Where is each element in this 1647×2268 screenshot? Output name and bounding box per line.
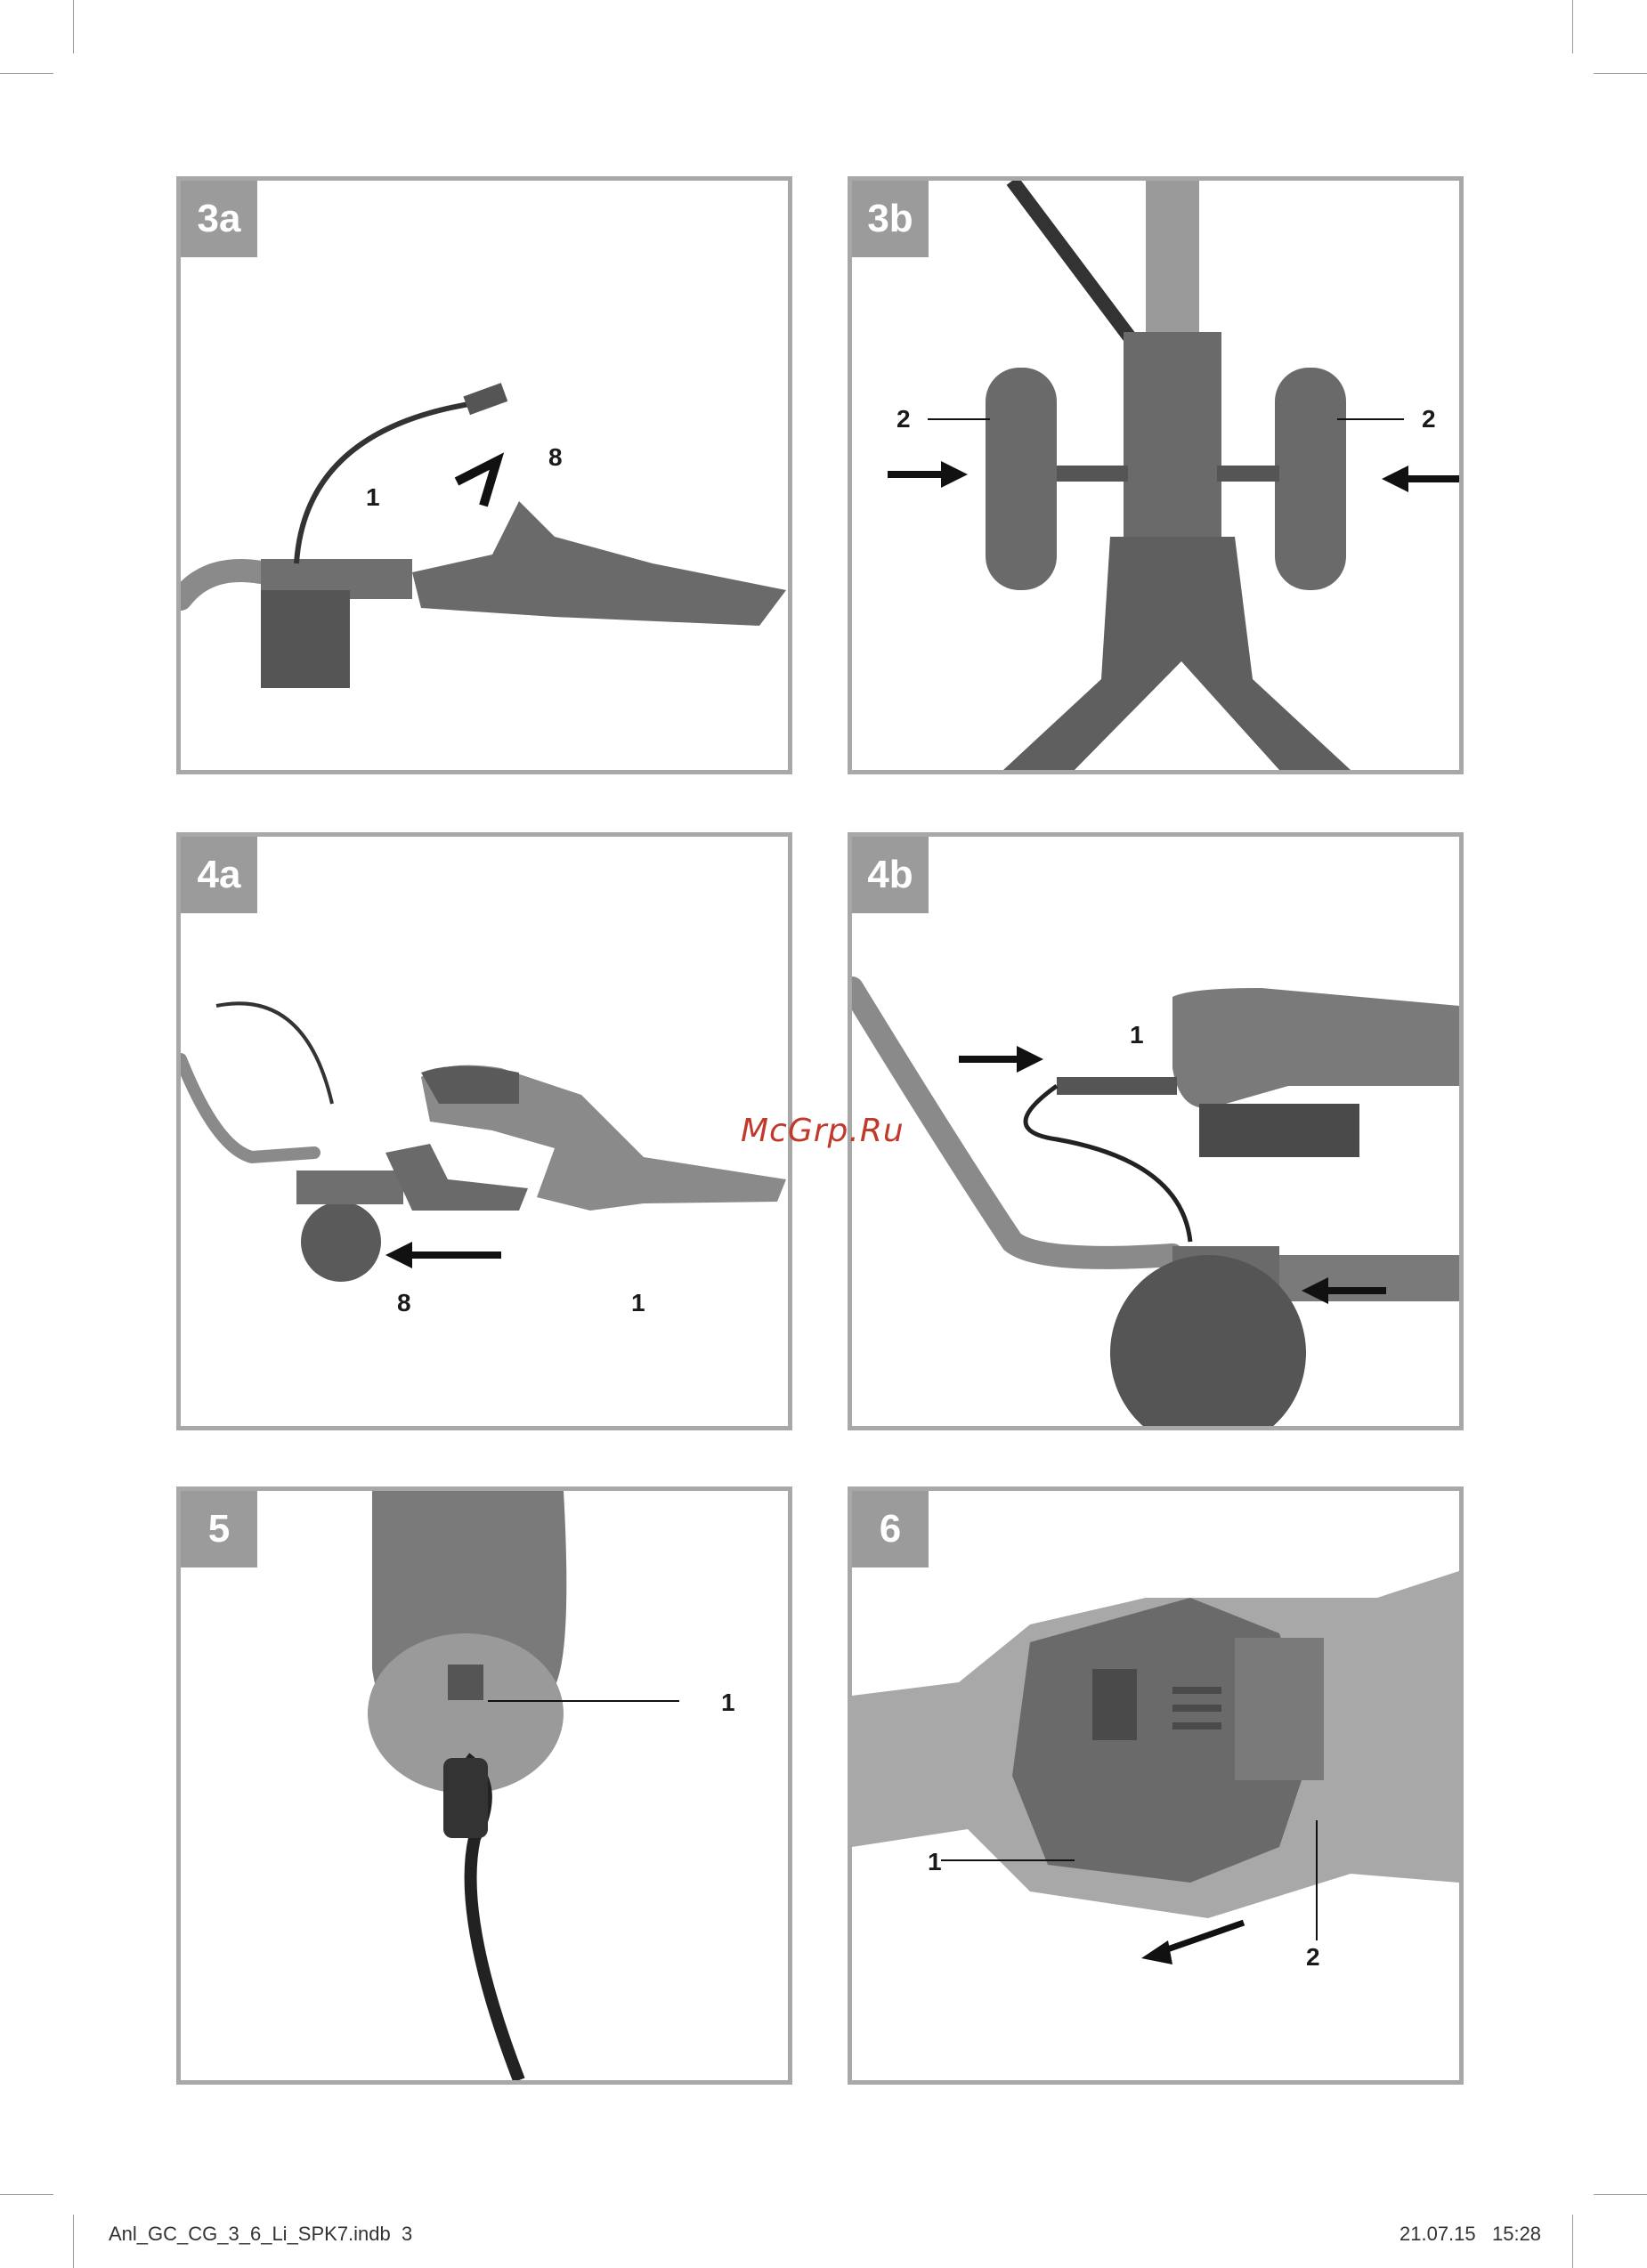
callout-1: 1 bbox=[631, 1289, 645, 1317]
callout-2: 2 bbox=[1306, 1943, 1320, 1972]
callout-2-right: 2 bbox=[1422, 405, 1436, 433]
callout-1: 1 bbox=[1130, 1021, 1144, 1049]
callout-1: 1 bbox=[366, 483, 380, 512]
crop-mark bbox=[73, 2215, 74, 2268]
watermark-text: McGrp.Ru bbox=[741, 1113, 905, 1149]
footer-filename: Anl_GC_CG_3_6_Li_SPK7.indb 3 bbox=[109, 2223, 412, 2246]
crop-mark bbox=[1594, 73, 1647, 74]
footer-page: 3 bbox=[402, 2223, 412, 2245]
crop-mark bbox=[1572, 2215, 1573, 2268]
figure-panel-4a: 4a 8 1 bbox=[176, 832, 792, 1430]
crop-mark bbox=[73, 0, 74, 53]
callout-1: 1 bbox=[721, 1689, 735, 1717]
figure-label: 3a bbox=[181, 181, 257, 257]
figure-label: 5 bbox=[181, 1491, 257, 1567]
figure-3a-illustration bbox=[181, 181, 788, 770]
figure-label: 4a bbox=[181, 837, 257, 913]
callout-1: 1 bbox=[928, 1848, 942, 1876]
crop-mark bbox=[1572, 0, 1573, 53]
figure-panel-6: 6 1 2 bbox=[848, 1486, 1464, 2085]
figure-label: 6 bbox=[852, 1491, 929, 1567]
crop-mark bbox=[1594, 2194, 1647, 2195]
figure-label: 4b bbox=[852, 837, 929, 913]
footer-file: Anl_GC_CG_3_6_Li_SPK7.indb bbox=[109, 2223, 391, 2245]
footer-timestamp: 21.07.15 15:28 bbox=[1400, 2223, 1541, 2246]
figure-panel-4b: 4b 1 bbox=[848, 832, 1464, 1430]
callout-2-left: 2 bbox=[897, 405, 911, 433]
footer-date: 21.07.15 bbox=[1400, 2223, 1476, 2245]
footer-time: 15:28 bbox=[1492, 2223, 1541, 2245]
figure-5-illustration bbox=[181, 1491, 788, 2080]
figure-label: 3b bbox=[852, 181, 929, 257]
figure-panel-3b: 3b 2 2 bbox=[848, 176, 1464, 774]
figure-4a-illustration bbox=[181, 837, 788, 1426]
figure-4b-illustration bbox=[852, 837, 1459, 1426]
crop-mark bbox=[0, 73, 53, 74]
figure-6-illustration bbox=[852, 1491, 1459, 2080]
figure-panel-5: 5 1 bbox=[176, 1486, 792, 2085]
figure-3b-illustration bbox=[852, 181, 1459, 770]
crop-mark bbox=[0, 2194, 53, 2195]
callout-8: 8 bbox=[397, 1289, 411, 1317]
callout-8: 8 bbox=[548, 443, 563, 472]
figure-panel-3a: 3a 8 1 bbox=[176, 176, 792, 774]
